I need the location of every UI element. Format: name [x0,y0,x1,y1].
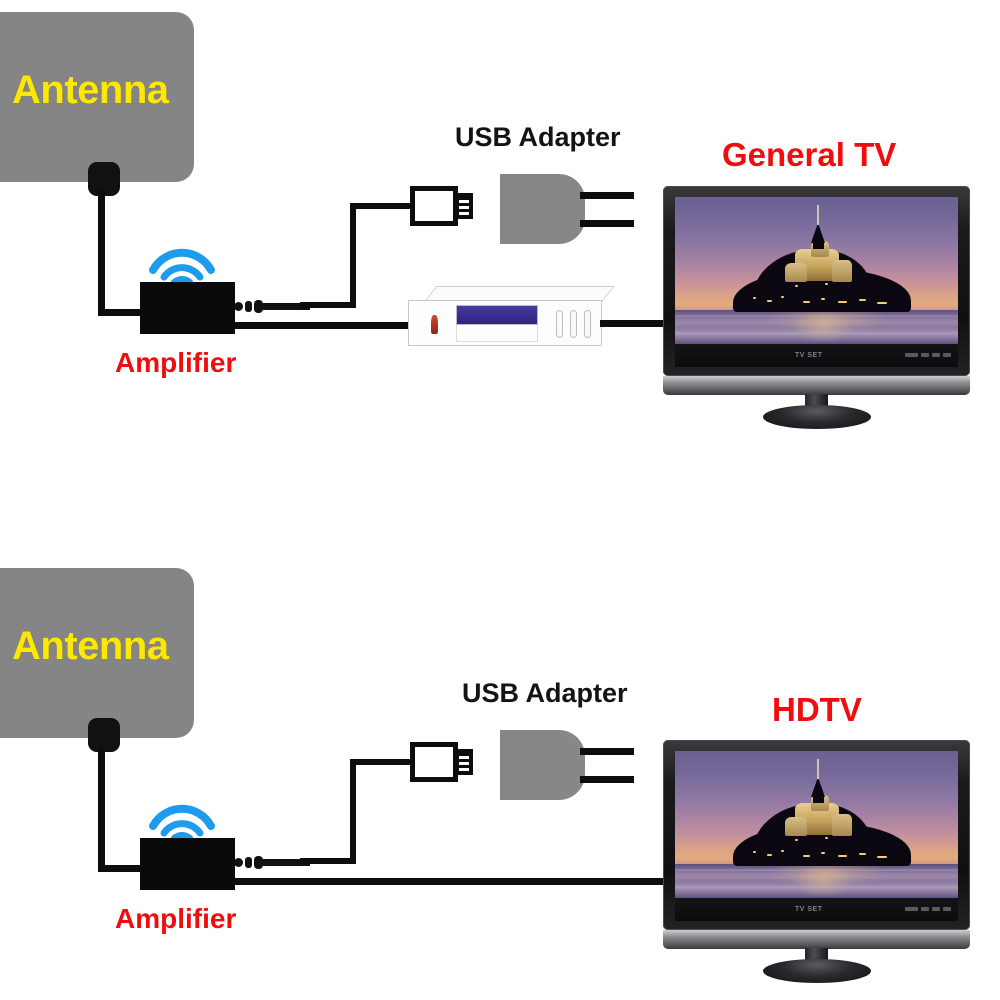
general-tv-title: General TV [722,136,897,173]
settop-power-led [431,315,438,334]
antenna-label: Antenna [12,624,169,668]
wifi-icon [149,792,215,841]
adapter-prong-bottom [580,776,634,783]
general-tv: TV SET [663,186,970,429]
hdtv: TV SET [663,740,970,983]
amplifier-body [140,838,235,890]
usb-adapter-body [500,730,585,800]
settop-button-3 [584,310,591,338]
tv-brand-logo: TV SET [795,352,823,359]
adapter-prong-top [580,748,634,755]
cable-antenna-to-amplifier-vertical [98,190,105,316]
amplifier-power-jack-icon [234,299,310,313]
settop-display [456,305,538,325]
cable-antenna-to-amplifier-horizontal [98,865,156,872]
cable-settopbox-to-tv [600,320,675,327]
antenna-panel [0,568,194,738]
usb-adapter-body [500,174,585,244]
antenna-panel [0,12,194,182]
cable-amplifier-to-usb-horizontal [300,858,356,864]
tv-brand-logo: TV SET [795,906,823,913]
wifi-icon [149,236,215,285]
adapter-prong-bottom [580,220,634,227]
usb-adapter-label: USB Adapter [462,678,628,708]
cable-amplifier-to-tv [234,878,676,885]
tv-screen [675,197,958,344]
amplifier-label: Amplifier [115,903,237,934]
cable-antenna-to-amplifier-vertical [98,746,105,872]
usb-a-plug-icon [410,742,473,782]
amplifier-body [140,282,235,334]
cable-usb-feed-horizontal [350,203,412,209]
usb-adapter-label: USB Adapter [455,122,621,152]
cable-amplifier-to-usb-horizontal [300,302,356,308]
adapter-prong-top [580,192,634,199]
cable-amplifier-to-usb-vertical [350,203,356,306]
usb-a-plug-icon [410,186,473,226]
antenna-label: Antenna [12,68,169,112]
cable-amplifier-to-settopbox [234,322,412,329]
hdtv-title: HDTV [772,691,862,728]
cable-usb-feed-horizontal [350,759,412,765]
cable-antenna-to-amplifier-horizontal [98,309,156,316]
amplifier-power-jack-icon [234,855,310,869]
general-tv-setup-diagram: Antenna Amplifier [0,0,1000,460]
settop-button-2 [570,310,577,338]
amplifier-label: Amplifier [115,347,237,378]
cable-amplifier-to-usb-vertical [350,759,356,862]
tv-screen [675,751,958,898]
hdtv-setup-diagram: Antenna Amplifier [0,540,1000,1000]
settop-button-1 [556,310,563,338]
set-top-box [408,286,615,348]
